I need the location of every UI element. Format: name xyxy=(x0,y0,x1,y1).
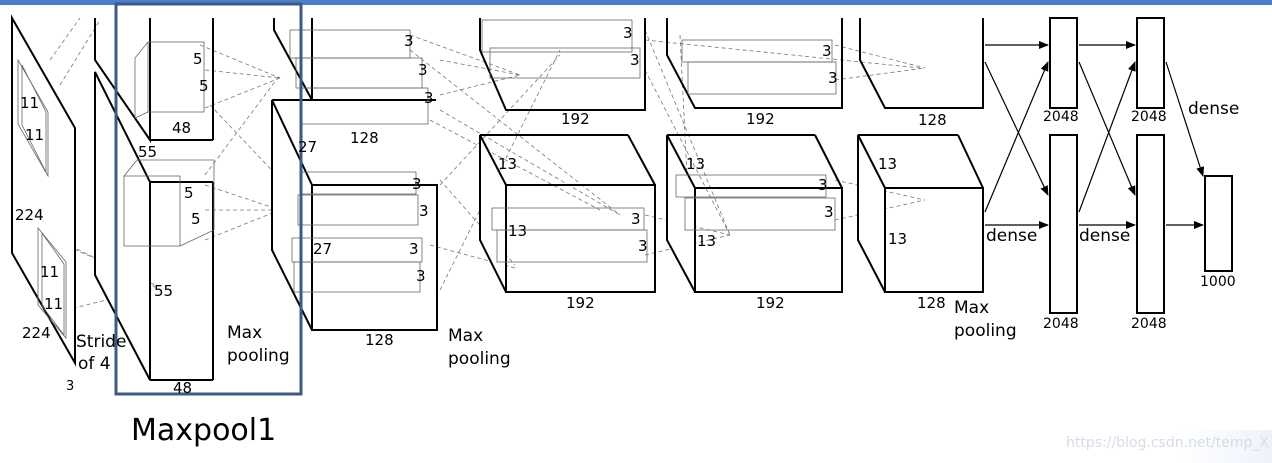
conv2-k7: 3 xyxy=(416,267,426,285)
conv2-size-bottom: 27 xyxy=(313,240,332,258)
conv2-k4: 3 xyxy=(412,175,422,193)
conv2-depth-top: 128 xyxy=(350,129,379,147)
input-depth: 3 xyxy=(66,379,74,394)
conv2-size-top: 27 xyxy=(298,138,317,156)
fc1-bottom-label: 2048 xyxy=(1043,316,1079,332)
conv2-pool-label-2: pooling xyxy=(448,349,511,369)
input-kernel-a: 11 xyxy=(20,94,39,112)
conv2-k6: 3 xyxy=(409,240,419,258)
diagram-labels: 224 224 3 11 11 11 11 Stride of 4 55 55 … xyxy=(15,24,1239,397)
conv3-k4: 3 xyxy=(638,237,648,255)
stride-of-label: of 4 xyxy=(78,354,111,374)
top-accent-bar xyxy=(0,0,1272,5)
output-label: 1000 xyxy=(1200,274,1236,290)
fc7-top-block xyxy=(1136,17,1165,109)
fc-arrows xyxy=(984,41,1205,229)
conv5-pool-label-2: pooling xyxy=(954,321,1017,341)
conv5-size-b: 13 xyxy=(888,230,907,248)
conv4-depth-bottom: 192 xyxy=(756,294,785,312)
conv3-k1: 3 xyxy=(623,24,633,42)
input-kernel-d: 11 xyxy=(44,295,63,313)
dense-label-c: dense xyxy=(1188,99,1239,119)
dense-label-a: dense xyxy=(986,226,1037,246)
conv4-size-inner: 13 xyxy=(697,232,716,250)
conv1-size-top: 55 xyxy=(138,143,157,161)
conv5-depth-bottom: 128 xyxy=(917,294,946,312)
conv1-k4: 5 xyxy=(191,210,201,228)
dense-label-b: dense xyxy=(1079,226,1130,246)
conv3-depth-top: 192 xyxy=(561,110,590,128)
conv2-k2: 3 xyxy=(418,61,428,79)
conv5-size-a: 13 xyxy=(878,155,897,173)
conv3-depth-bottom: 192 xyxy=(566,294,595,312)
conv4-k4: 3 xyxy=(824,203,834,221)
conv2-pool-label: Max xyxy=(448,326,483,346)
watermark-strip xyxy=(1180,430,1272,463)
input-kernel-c: 11 xyxy=(40,263,59,281)
watermark-text: https://blog.csdn.net/temp_X xyxy=(1066,435,1269,451)
conv1-pool-label-2: pooling xyxy=(227,346,290,366)
conv4-volume xyxy=(666,18,843,293)
conv3-volume xyxy=(479,18,656,293)
fc-layers xyxy=(1049,17,1233,314)
conv1-size-bottom: 55 xyxy=(154,282,173,300)
fc1-top-label: 2048 xyxy=(1043,109,1079,125)
maxpool1-highlight-box xyxy=(114,2,303,396)
conv4-depth-top: 192 xyxy=(746,110,775,128)
conv1-k3: 5 xyxy=(184,184,194,202)
conv4-k1: 3 xyxy=(822,42,832,60)
fc2-bottom-label: 2048 xyxy=(1131,316,1167,332)
conv2-k3: 3 xyxy=(424,89,434,107)
conv5-volume xyxy=(857,18,984,293)
conv4-size: 13 xyxy=(686,155,705,173)
conv5-depth-top: 128 xyxy=(918,111,947,129)
conv1-volume xyxy=(94,18,215,381)
input-kernel-b: 11 xyxy=(25,126,44,144)
conv1-pool-label: Max xyxy=(227,323,262,343)
conv3-size: 13 xyxy=(498,155,517,173)
caption-maxpool1: Maxpool1 xyxy=(131,413,277,448)
conv3-k3: 3 xyxy=(631,210,641,228)
conv4-k3: 3 xyxy=(818,176,828,194)
fc6-bottom-block xyxy=(1049,134,1078,314)
stride-label: Stride xyxy=(76,332,126,352)
conv2-k5: 3 xyxy=(419,202,429,220)
fc2-top-label: 2048 xyxy=(1131,109,1167,125)
conv2-depth-bottom: 128 xyxy=(365,331,394,349)
conv1-k1: 5 xyxy=(193,50,203,68)
conv2-k1: 3 xyxy=(404,32,414,50)
conv3-k2: 3 xyxy=(630,51,640,69)
fc6-top-block xyxy=(1049,17,1078,109)
fc7-bottom-block xyxy=(1136,134,1165,314)
output-block xyxy=(1204,175,1233,272)
conv4-k2: 3 xyxy=(828,69,838,87)
input-size-bottom: 224 xyxy=(22,324,51,342)
conv3-size-inner: 13 xyxy=(508,222,527,240)
input-volume xyxy=(11,14,76,367)
conv1-k2: 5 xyxy=(199,77,209,95)
conv1-depth-top: 48 xyxy=(172,119,191,137)
conv2-volume xyxy=(271,18,438,331)
input-size-top: 224 xyxy=(15,206,44,224)
conv5-pool-label: Max xyxy=(954,298,989,318)
conv1-depth-bottom: 48 xyxy=(173,379,192,397)
